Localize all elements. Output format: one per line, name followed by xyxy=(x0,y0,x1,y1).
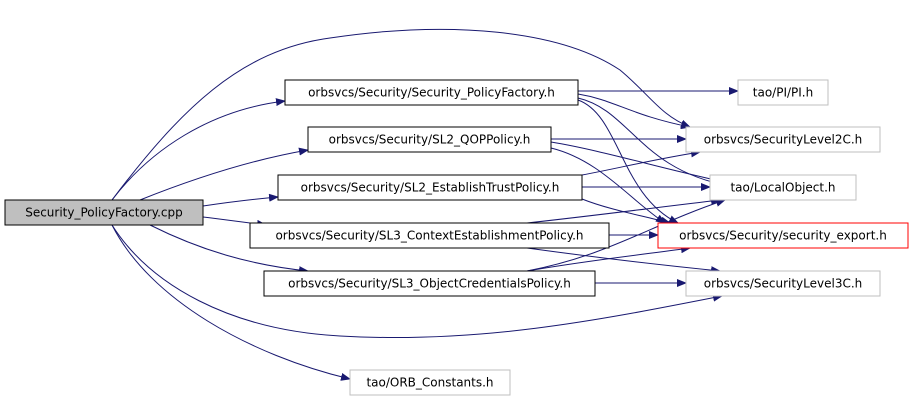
node-label: orbsvcs/Security/SL2_EstablishTrustPolic… xyxy=(301,181,560,195)
node-n9[interactable]: orbsvcs/Security/security_export.h xyxy=(657,222,909,249)
edge-root-to-n7 xyxy=(111,28,691,201)
edge-root-to-n5 xyxy=(149,224,309,275)
node-box xyxy=(709,174,857,201)
node-root: Security_PolicyFactory.cpp xyxy=(4,199,204,226)
node-box xyxy=(657,222,909,249)
node-label: orbsvcs/SecurityLevel3C.h xyxy=(704,277,863,291)
edge-root-to-n10 xyxy=(111,224,723,339)
edge-n2-to-n8 xyxy=(550,141,721,184)
node-label: orbsvcs/Security/SL3_ObjectCredentialsPo… xyxy=(288,277,571,291)
edge-n2-to-n9 xyxy=(550,147,666,224)
node-n11[interactable]: tao/ORB_Constants.h xyxy=(349,369,511,396)
node-n10[interactable]: orbsvcs/SecurityLevel3C.h xyxy=(685,270,881,297)
node-box xyxy=(737,79,829,106)
node-n8[interactable]: tao/LocalObject.h xyxy=(709,174,857,201)
node-n5[interactable]: orbsvcs/Security/SL3_ObjectCredentialsPo… xyxy=(263,270,596,297)
node-label: tao/ORB_Constants.h xyxy=(366,376,493,390)
edges xyxy=(111,28,739,381)
node-label: tao/LocalObject.h xyxy=(730,181,835,195)
node-box xyxy=(277,174,583,201)
edge-root-to-n1 xyxy=(111,98,286,201)
node-n4[interactable]: orbsvcs/Security/SL3_ContextEstablishmen… xyxy=(249,222,610,249)
node-label: orbsvcs/Security/security_export.h xyxy=(679,229,887,243)
node-box xyxy=(307,126,552,153)
node-box xyxy=(249,222,610,249)
node-n2[interactable]: orbsvcs/Security/SL2_QOPPolicy.h xyxy=(307,126,552,153)
node-box xyxy=(284,79,579,106)
edge-n1-to-n8 xyxy=(577,97,731,189)
edge-root-to-n3 xyxy=(202,193,279,207)
node-box xyxy=(4,199,204,226)
node-n6[interactable]: tao/PI/PI.h xyxy=(737,79,829,106)
edge-root-to-n2 xyxy=(139,147,309,201)
node-label: orbsvcs/Security/Security_PolicyFactory.… xyxy=(308,86,555,100)
node-label: Security_PolicyFactory.cpp xyxy=(25,206,183,220)
node-n3[interactable]: orbsvcs/Security/SL2_EstablishTrustPolic… xyxy=(277,174,583,201)
edge-n4-to-n10 xyxy=(526,247,721,275)
edge-n1-to-n9 xyxy=(577,99,679,224)
node-box xyxy=(263,270,596,297)
node-n7[interactable]: orbsvcs/SecurityLevel2C.h xyxy=(685,126,881,153)
node-label: orbsvcs/SecurityLevel2C.h xyxy=(704,133,863,147)
edge-n5-to-n9 xyxy=(526,245,691,272)
node-label: tao/PI/PI.h xyxy=(753,86,813,100)
edge-n3-to-n9 xyxy=(581,198,671,225)
edge-n3-to-n7 xyxy=(581,149,701,176)
node-box xyxy=(685,126,881,153)
edge-n5-to-n8 xyxy=(526,199,726,272)
edge-n1-to-n7 xyxy=(577,93,691,130)
node-box xyxy=(685,270,881,297)
edge-root-to-n11 xyxy=(111,224,351,381)
edge-n4-to-n8 xyxy=(526,197,721,224)
node-n1[interactable]: orbsvcs/Security/Security_PolicyFactory.… xyxy=(284,79,579,106)
node-label: orbsvcs/Security/SL2_QOPPolicy.h xyxy=(329,133,531,147)
nodes: Security_PolicyFactory.cpp orbsvcs/Securi… xyxy=(4,79,909,396)
node-label: orbsvcs/Security/SL3_ContextEstablishmen… xyxy=(275,229,583,243)
node-box xyxy=(349,369,511,396)
